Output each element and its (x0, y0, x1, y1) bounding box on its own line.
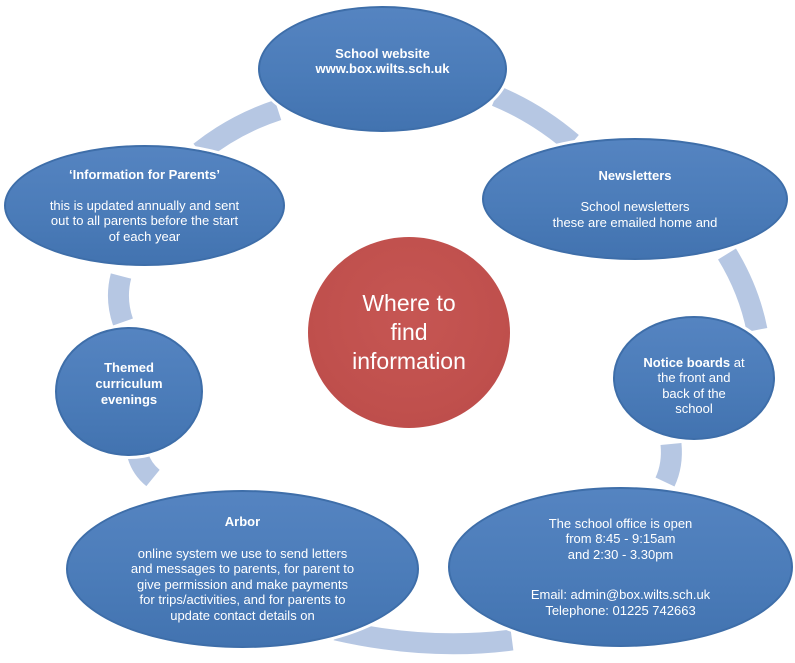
ring-segment-arbor-themed (127, 452, 160, 487)
center-circle-label: Where to find information (352, 290, 466, 374)
node-information-for-parents: ‘Information for Parents’ this is update… (4, 145, 285, 266)
node-school-website: School website www.box.wilts.sch.uk (258, 6, 507, 132)
node-themed-curriculum-evenings-text: Themed curriculum evenings (85, 341, 172, 443)
node-school-office-text: The school office is open from 8:45 - 9:… (521, 496, 720, 638)
node-school-office: The school office is open from 8:45 - 9:… (448, 487, 793, 647)
node-newsletters-title: Newsletters (598, 167, 672, 183)
ring-segment-notice-office (655, 443, 682, 487)
center-circle: Where to find information (308, 237, 510, 428)
node-arbor-text: Arbor online system we use to send lette… (121, 495, 364, 643)
node-themed-curriculum-evenings: Themed curriculum evenings (55, 327, 203, 456)
node-school-website-title: School website www.box.wilts.sch.uk (315, 45, 450, 77)
ring-segment-info-website (193, 100, 282, 161)
ring-segment-office-arbor (333, 619, 514, 655)
node-arbor-title: Arbor (224, 514, 261, 530)
ring-segment-newsletters-notice (717, 248, 768, 333)
node-newsletters-text: Newsletters School newsletters these are… (543, 148, 728, 250)
node-notice-boards-text: Notice boards at the front and back of t… (633, 335, 754, 421)
node-information-for-parents-title: ‘Information for Parents’ (69, 166, 220, 182)
node-newsletters-body: School newsletters these are emailed hom… (552, 199, 718, 230)
node-themed-curriculum-evenings-title: Themed curriculum evenings (95, 360, 163, 407)
node-arbor: Arbor online system we use to send lette… (66, 490, 419, 648)
node-arbor-body: online system we use to send letters and… (130, 545, 355, 623)
node-information-for-parents-text: ‘Information for Parents’ this is update… (40, 147, 249, 264)
node-school-office-hours: The school office is open from 8:45 - 9:… (548, 515, 693, 562)
node-school-website-text: School website www.box.wilts.sch.uk (306, 26, 460, 112)
node-notice-boards-title: Notice boards (643, 354, 731, 370)
ring-segment-website-newsletters (491, 86, 579, 152)
ring-segment-themed-info (107, 273, 134, 326)
node-newsletters: Newsletters School newsletters these are… (482, 138, 788, 260)
node-school-office-contact: Email: admin@box.wilts.sch.uk Telephone:… (530, 587, 711, 618)
node-information-for-parents-body: this is updated annually and sent out to… (49, 197, 240, 244)
node-notice-boards-body: at the front and back of the school (657, 354, 745, 417)
node-notice-boards: Notice boards at the front and back of t… (613, 316, 775, 440)
